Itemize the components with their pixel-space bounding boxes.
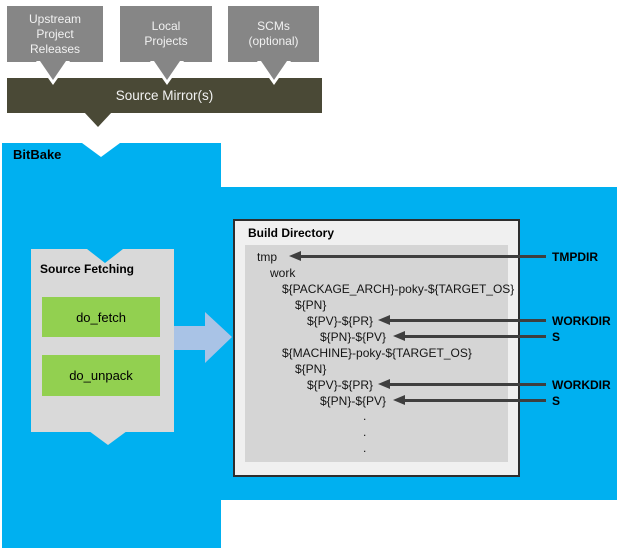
- tmpdir-arrow: [301, 255, 546, 258]
- s1-label: S: [552, 330, 561, 344]
- source-fetching-top-notch: [87, 249, 123, 263]
- tree-row-pn-pv-2: ${PN}-${PV}: [320, 394, 387, 408]
- bitbake-label: BitBake: [13, 147, 62, 162]
- tree-row-pn-pv-1: ${PN}-${PV}: [320, 330, 387, 344]
- tmpdir-label: TMPDIR: [552, 250, 598, 264]
- task-do-fetch: do_fetch: [42, 297, 160, 337]
- tree-row-ellipsis-2: .: [363, 425, 367, 439]
- box-scms: SCMs (optional): [228, 6, 319, 62]
- bitbake-top-notch: [82, 143, 120, 157]
- do-unpack-label: do_unpack: [69, 368, 133, 383]
- source-mirror-label: Source Mirror(s): [115, 88, 214, 103]
- tree-row-ellipsis-1: .: [363, 409, 367, 423]
- tree-row-pn-2: ${PN}: [295, 362, 327, 376]
- workdir2-label: WORKDIR: [552, 378, 611, 392]
- s1-arrowhead-icon: [393, 331, 405, 341]
- source-fetching-box: [31, 249, 174, 432]
- tree-row-package-arch: ${PACKAGE_ARCH}-poky-${TARGET_OS}: [282, 282, 515, 296]
- workdir1-arrow: [390, 319, 546, 322]
- tmpdir-arrowhead-icon: [289, 251, 301, 261]
- tree-row-pn-1: ${PN}: [295, 298, 327, 312]
- workdir2-arrowhead-icon: [378, 379, 390, 389]
- build-directory-title: Build Directory: [248, 226, 335, 240]
- s1-arrow: [405, 335, 546, 338]
- tree-row-pv-pr-2: ${PV}-${PR}: [307, 378, 374, 392]
- build-directory-panel: [245, 245, 508, 462]
- s2-arrowhead-icon: [393, 395, 405, 405]
- do-fetch-label: do_fetch: [76, 309, 126, 325]
- workdir1-label: WORKDIR: [552, 314, 611, 328]
- source-fetching-title: Source Fetching: [40, 262, 135, 276]
- box-local-projects: Local Projects: [120, 6, 212, 62]
- task-do-unpack: do_unpack: [42, 355, 160, 396]
- tail-scms: [261, 61, 287, 80]
- source-fetching-bottom-tail: [89, 431, 127, 445]
- workdir1-arrowhead-icon: [378, 315, 390, 325]
- s2-arrow: [405, 399, 546, 402]
- box-upstream-label: Upstream Project Releases: [28, 11, 81, 56]
- tree-row-pv-pr-1: ${PV}-${PR}: [307, 314, 374, 328]
- box-scms-label: SCMs (optional): [248, 19, 299, 48]
- tree-row-machine: ${MACHINE}-poky-${TARGET_OS}: [282, 346, 472, 360]
- tree-row-ellipsis-3: .: [363, 441, 367, 455]
- tail-upstream: [40, 61, 66, 80]
- source-mirror-tail: [84, 112, 112, 127]
- tail-local: [154, 61, 180, 80]
- box-local-label: Local Projects: [144, 19, 188, 48]
- box-upstream-project-releases: Upstream Project Releases: [7, 6, 103, 62]
- tree-row-work: work: [270, 266, 296, 280]
- s2-label: S: [552, 394, 561, 408]
- workdir2-arrow: [390, 383, 546, 386]
- tree-row-tmp: tmp: [257, 250, 278, 264]
